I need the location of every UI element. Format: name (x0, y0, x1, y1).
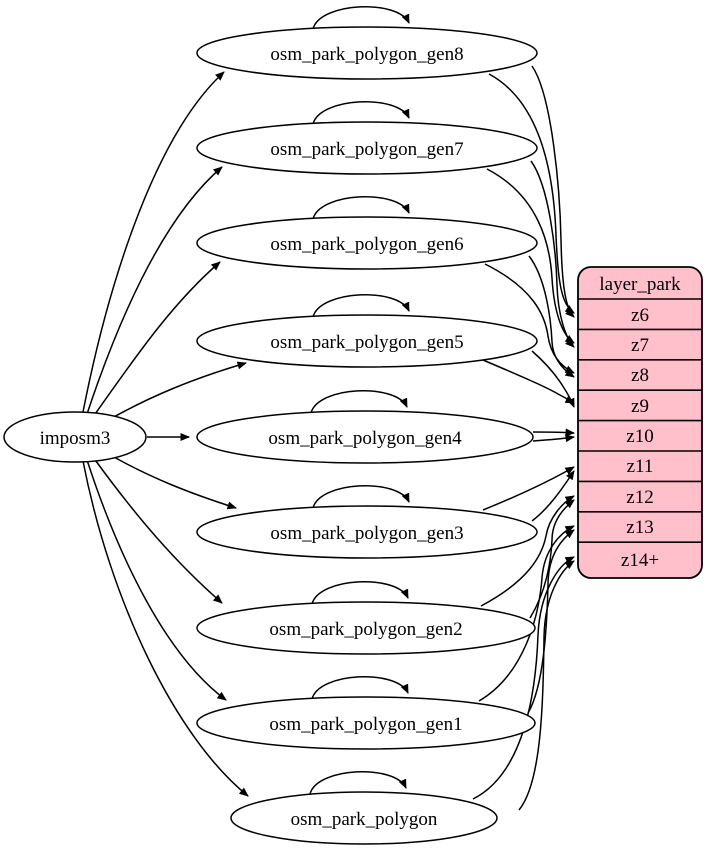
layer-row-z9: z9 (631, 396, 649, 417)
gen7-label: osm_park_polygon_gen7 (270, 139, 463, 160)
edge-gen6-to-z8-b (528, 255, 575, 378)
gen3-label: osm_park_polygon_gen3 (270, 523, 463, 544)
self-loop-gen1 (311, 676, 409, 700)
edge-imposm3-to-polygon (82, 460, 249, 797)
self-loop-polygon (309, 771, 407, 795)
edge-gen4-to-z10-b (532, 434, 575, 443)
edge-gen7-to-z7-a (486, 168, 575, 344)
edge-gen8-to-z6-b (531, 65, 575, 318)
node-osm-park-polygon-gen3: osm_park_polygon_gen3 (196, 505, 538, 559)
gen8-label: osm_park_polygon_gen8 (270, 44, 463, 65)
gen1-label: osm_park_polygon_gen1 (269, 714, 462, 735)
node-osm-park-polygon: osm_park_polygon (230, 791, 498, 845)
layer-table-title: layer_park (599, 274, 681, 295)
edges-source-to-tables (82, 71, 249, 797)
imposm3-label: imposm3 (40, 428, 111, 449)
edge-gen3-to-z11-a (482, 466, 575, 511)
layer-row-z11: z11 (627, 456, 654, 477)
gen6-ellipse (196, 216, 538, 270)
gen4-ellipse (196, 410, 534, 464)
edge-gen6-to-z8-a (484, 263, 575, 374)
layer-row-z10: z10 (626, 426, 653, 447)
edges-tables-to-layer (472, 65, 575, 811)
node-osm-park-polygon-gen8: osm_park_polygon_gen8 (196, 26, 538, 80)
layer-row-z12: z12 (626, 487, 653, 508)
gen6-label: osm_park_polygon_gen6 (270, 234, 463, 255)
gen7-ellipse (196, 121, 538, 175)
edge-gen3-to-z11-b (531, 470, 575, 522)
edges-self-loops (309, 6, 410, 795)
layer-row-z6: z6 (631, 305, 649, 326)
edge-gen1-to-z13-a (478, 525, 575, 702)
imposm3-ellipse (3, 411, 147, 463)
self-loop-gen3 (312, 485, 410, 509)
edge-polygon-to-z14-b (518, 560, 575, 811)
layer-row-z7: z7 (631, 335, 649, 356)
edge-imposm3-to-gen6 (92, 261, 221, 418)
polygon-label: osm_park_polygon (291, 809, 438, 830)
self-loop-gen7 (312, 101, 410, 125)
self-loop-gen6 (312, 196, 410, 220)
edge-imposm3-to-gen5 (104, 361, 247, 423)
node-osm-park-polygon-gen4: osm_park_polygon_gen4 (196, 410, 534, 464)
gen5-ellipse (196, 314, 538, 368)
self-loop-gen8 (312, 6, 410, 30)
self-loop-gen5 (312, 294, 410, 318)
gen2-label: osm_park_polygon_gen2 (269, 619, 462, 640)
edge-imposm3-to-gen1 (86, 459, 227, 701)
edge-polygon-to-z14-a (472, 556, 575, 800)
edge-imposm3-to-gen8 (82, 71, 225, 413)
gen4-label: osm_park_polygon_gen4 (268, 428, 462, 449)
node-osm-park-polygon-gen2: osm_park_polygon_gen2 (196, 601, 536, 655)
layer-row-z14plus: z14+ (621, 550, 659, 571)
edge-imposm3-to-gen7 (86, 166, 223, 415)
self-loop-gen2 (311, 581, 409, 605)
gen8-ellipse (196, 26, 538, 80)
node-imposm3: imposm3 (3, 411, 147, 463)
gen5-label: osm_park_polygon_gen5 (270, 332, 463, 353)
layer-park-table: layer_park z6 z7 z8 z9 z10 z11 z12 z13 z… (577, 266, 703, 579)
edge-gen5-to-z9-b (531, 350, 575, 408)
edge-gen2-to-z12-a (480, 495, 575, 607)
edge-gen4-to-z10-a (532, 428, 575, 437)
self-loop-gen4 (310, 390, 408, 414)
layer-row-z8: z8 (631, 365, 649, 386)
edge-imposm3-to-gen3 (104, 451, 237, 510)
edge-gen8-to-z6-a (488, 73, 575, 314)
layer-row-z13: z13 (626, 517, 653, 538)
layer-table-background (577, 266, 703, 579)
gen1-ellipse (196, 696, 536, 750)
node-osm-park-polygon-gen7: osm_park_polygon_gen7 (196, 121, 538, 175)
polygon-ellipse (230, 791, 498, 845)
gen3-ellipse (196, 505, 538, 559)
gen2-ellipse (196, 601, 536, 655)
node-osm-park-polygon-gen5: osm_park_polygon_gen5 (196, 314, 538, 368)
edge-gen7-to-z7-b (530, 160, 575, 348)
node-osm-park-polygon-gen1: osm_park_polygon_gen1 (196, 696, 536, 750)
edge-imposm3-to-gen2 (92, 456, 223, 604)
node-osm-park-polygon-gen6: osm_park_polygon_gen6 (196, 216, 538, 270)
